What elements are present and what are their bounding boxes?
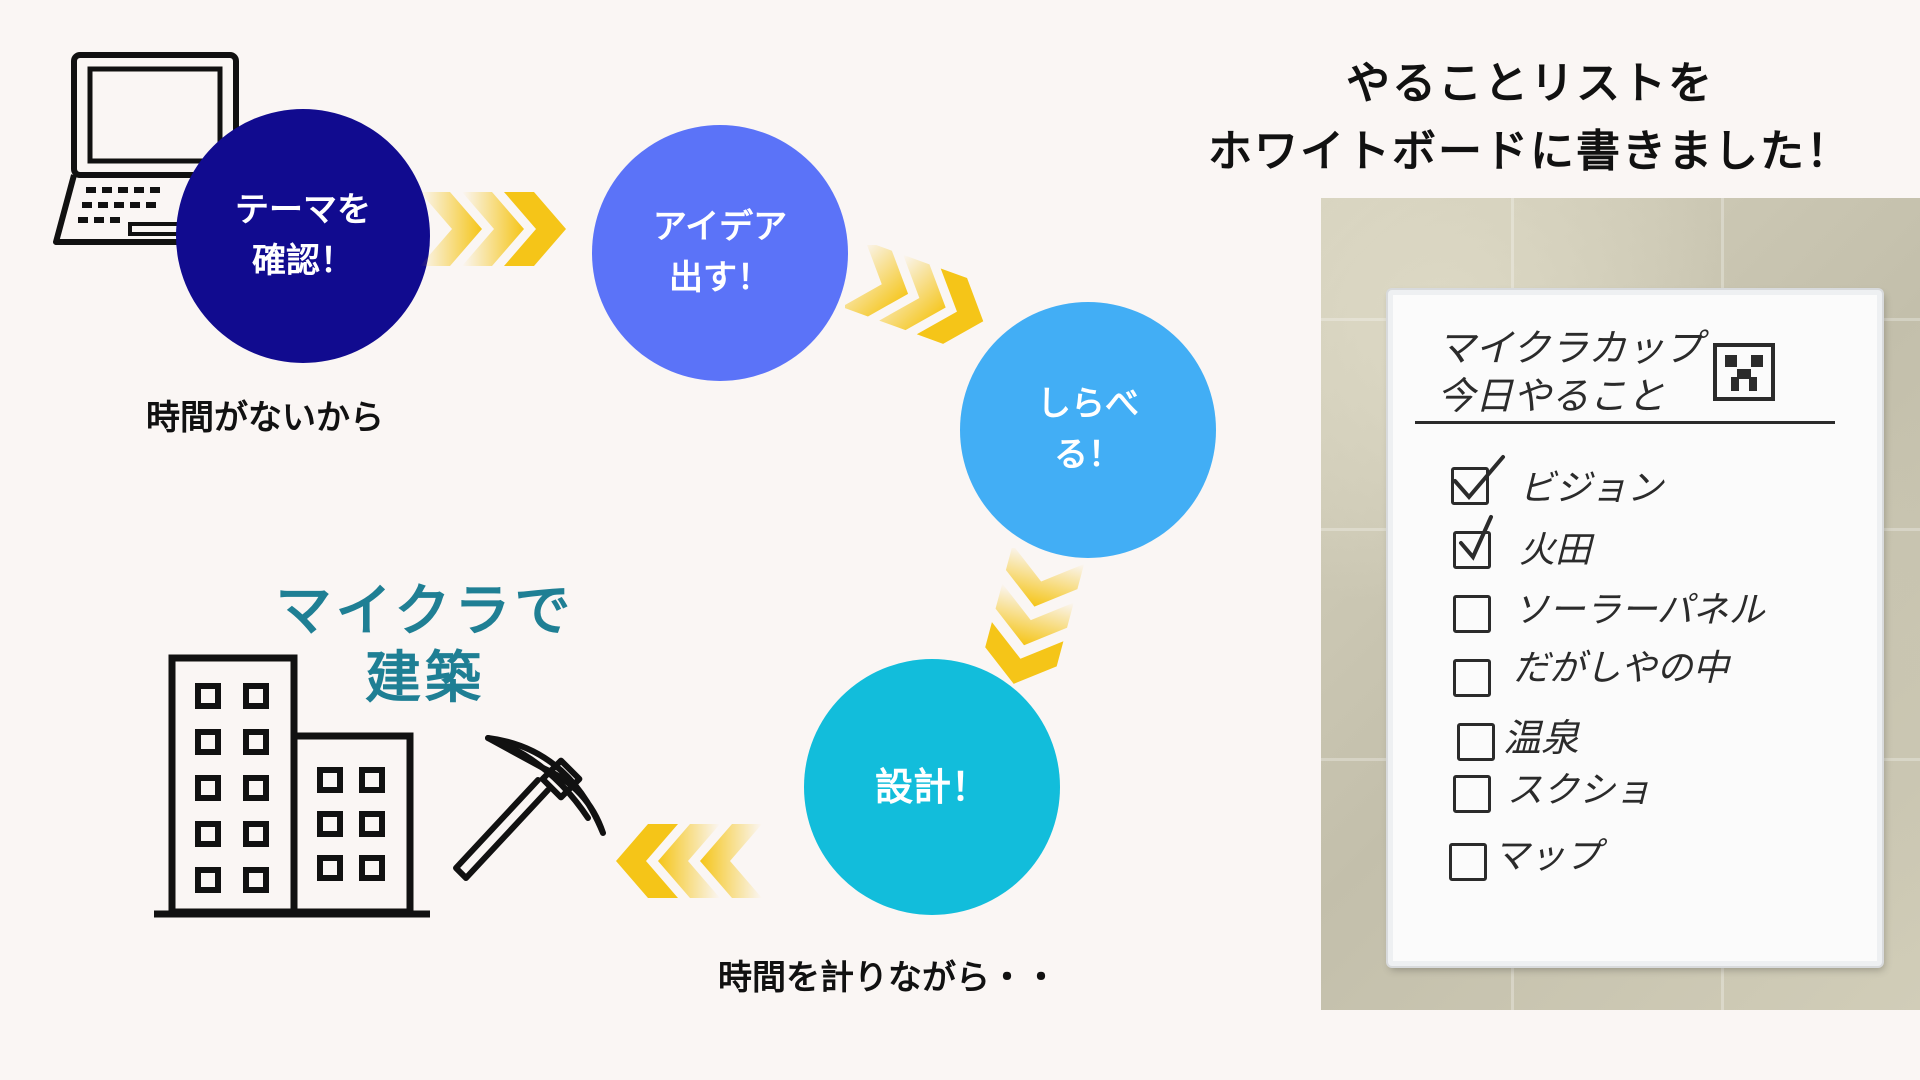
pickaxe-icon <box>453 735 606 881</box>
checkbox-hot-spring <box>1457 723 1495 761</box>
creeper-face-icon <box>1713 343 1775 401</box>
checkbox-screenshot <box>1453 775 1491 813</box>
building-icon <box>154 654 430 918</box>
caption-timing: 時間を計りながら・・ <box>718 958 1058 998</box>
whiteboard-photo: マイクラカップ 今日やること ビジョン 火田 ソーラーパネル だがしやの中 温泉… <box>1321 198 1920 1010</box>
step-research-circle: しらべ る！ <box>960 302 1216 558</box>
minecraft-build-banner: マイクラで 建築 <box>275 579 575 712</box>
caption-time-short: 時間がないから <box>146 398 384 438</box>
checkbox-field <box>1453 531 1491 569</box>
todo-item-map: マップ <box>1493 836 1602 877</box>
whiteboard-title-line-1: マイクラカップ <box>1437 326 1703 370</box>
heading-line-2: ホワイトボードに書きました！ <box>1208 126 1852 178</box>
heading-line-1: やることリストを <box>1346 58 1714 109</box>
checkbox-vision <box>1451 467 1489 505</box>
todo-item-screenshot: スクショ <box>1507 770 1652 811</box>
whiteboard-title-line-2: 今日やること <box>1437 374 1666 418</box>
chevron-arrow-3-icon <box>985 548 1085 684</box>
checkmark-icon <box>1453 455 1505 501</box>
checkbox-solar-panel <box>1453 595 1491 633</box>
todo-item-solar-panel: ソーラーパネル <box>1513 590 1765 631</box>
todo-item-hot-spring: 温泉 <box>1503 716 1580 760</box>
chevron-arrow-2-icon <box>845 245 984 344</box>
step-design-circle: 設計！ <box>804 659 1060 915</box>
todo-item-candy-shop: だがしやの中 <box>1513 648 1729 689</box>
checkbox-candy-shop <box>1453 659 1491 697</box>
checkbox-map <box>1449 843 1487 881</box>
chevron-arrow-4-icon <box>616 824 762 898</box>
chevron-arrow-1-icon <box>420 192 566 266</box>
step-idea-circle: アイデア 出す！ <box>592 125 848 381</box>
whiteboard: マイクラカップ 今日やること ビジョン 火田 ソーラーパネル だがしやの中 温泉… <box>1388 290 1882 966</box>
step-theme-circle: テーマを 確認！ <box>176 109 430 363</box>
todo-item-field: 火田 <box>1519 530 1592 571</box>
todo-item-vision: ビジョン <box>1519 468 1664 509</box>
checkmark-icon <box>1459 515 1493 561</box>
todo-list-heading: やることリストを ホワイトボードに書きました！ <box>1170 50 1890 186</box>
whiteboard-divider <box>1415 421 1835 424</box>
